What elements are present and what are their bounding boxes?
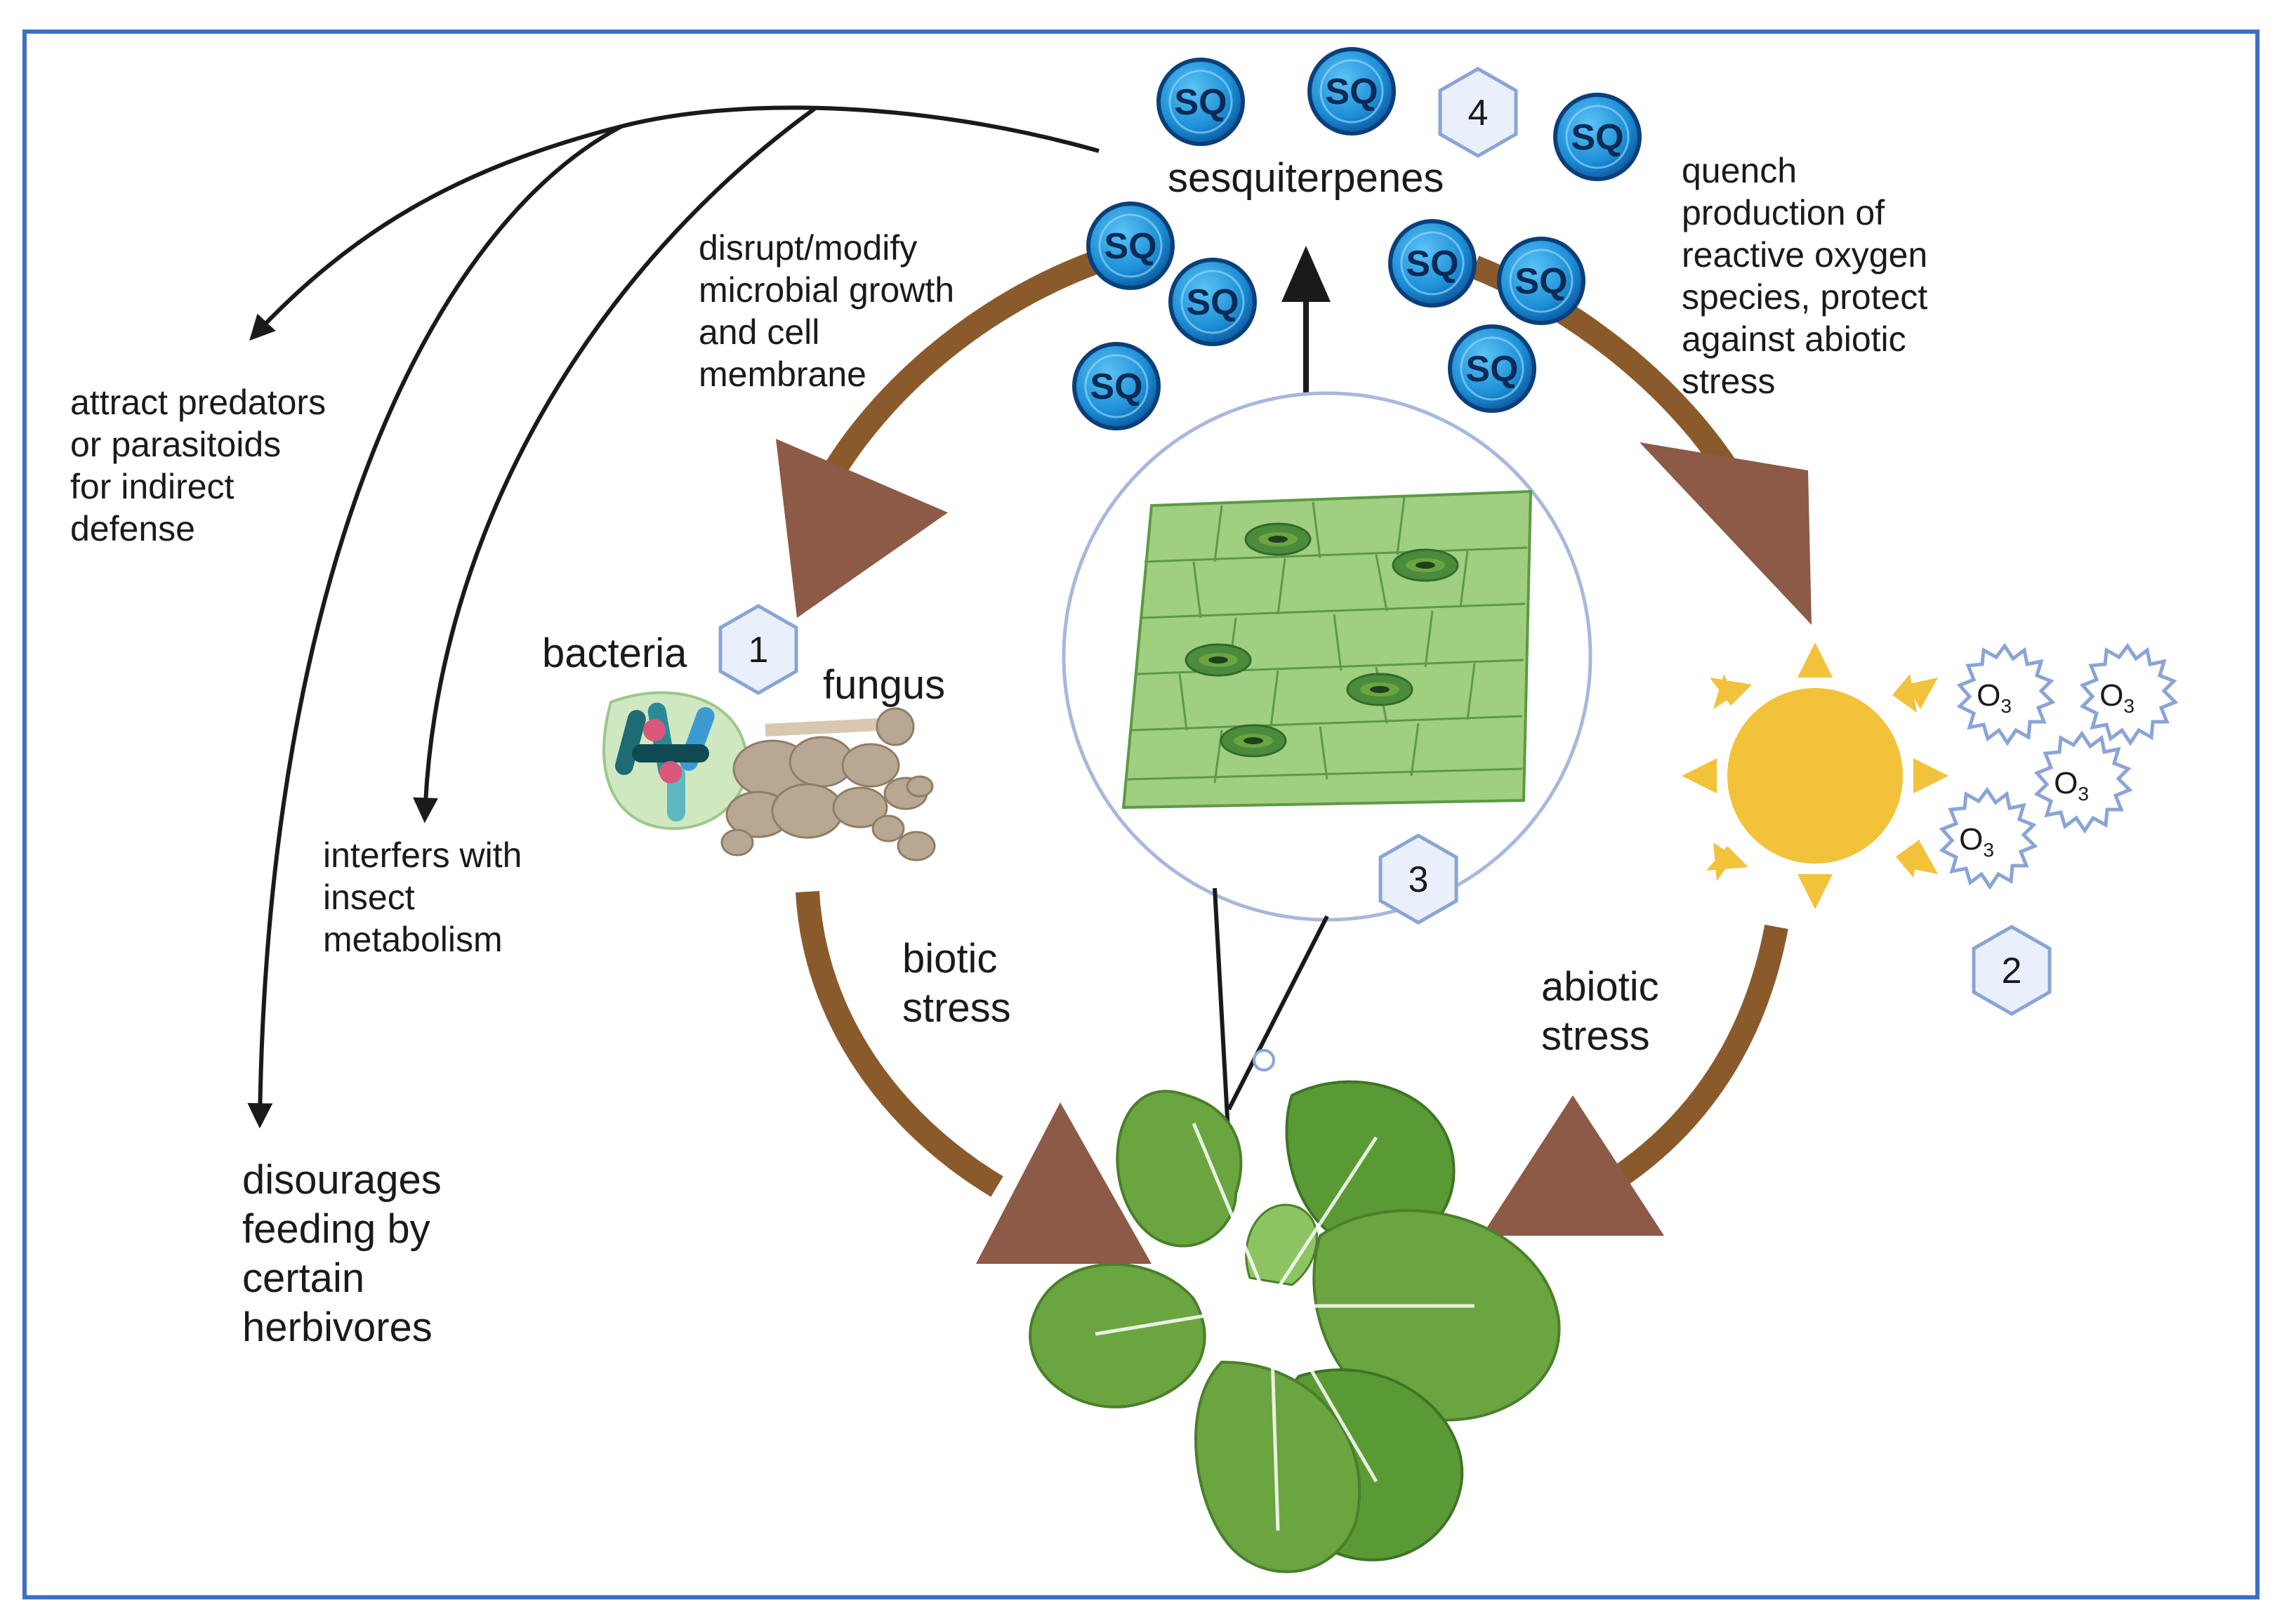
fungus-icon	[720, 707, 936, 861]
bacteria-label: bacteria	[542, 631, 687, 676]
svg-text:3: 3	[1409, 859, 1429, 900]
svg-text:O3: O3	[1977, 678, 2012, 717]
badge-3: 3	[1380, 836, 1456, 923]
sesquiterpenes-label: sesquiterpenes	[1168, 155, 1444, 201]
svg-text:4: 4	[1468, 93, 1489, 133]
svg-text:SQ: SQ	[1406, 244, 1458, 284]
svg-text:SQ: SQ	[1104, 226, 1156, 267]
discourages-label: disourages feeding by certain herbivores	[242, 1157, 453, 1350]
badge-1: 1	[720, 606, 796, 693]
sun-icon	[1682, 642, 1948, 909]
bacteria-icon	[602, 691, 749, 831]
emission-arrowhead	[1281, 246, 1331, 302]
svg-text:O3: O3	[1959, 822, 1994, 861]
svg-text:SQ: SQ	[1186, 282, 1239, 323]
fungus-label: fungus	[823, 662, 945, 708]
effect-arrows	[247, 105, 1100, 1129]
interferes-label: interfers with insect metabolism	[323, 836, 532, 959]
ozone-icon: O3 O3 O3 O3	[1942, 646, 2175, 887]
svg-text:SQ: SQ	[1174, 82, 1227, 123]
biotic-stress-label: biotic stress	[902, 936, 1011, 1031]
svg-text:SQ: SQ	[1465, 349, 1518, 390]
cycle-arrowheads	[776, 439, 1812, 1264]
attract-label: attract predators or parasitoids for ind…	[70, 383, 336, 548]
disrupt-label: disrupt/modify microbial growth and cell…	[699, 228, 964, 394]
svg-text:O3: O3	[2054, 766, 2089, 805]
sesquiterpene-molecule-icon: SQ SQ SQ SQ SQ SQ SQ SQ SQ	[1074, 49, 1640, 428]
badge-2: 2	[1974, 927, 2050, 1014]
svg-text:SQ: SQ	[1090, 367, 1142, 407]
plant-icon	[1029, 1049, 1561, 1573]
svg-text:1: 1	[748, 630, 769, 671]
svg-text:2: 2	[2002, 951, 2022, 991]
quench-label: quench production of reactive oxygen spe…	[1682, 151, 1937, 401]
svg-text:SQ: SQ	[1571, 117, 1623, 158]
svg-text:O3: O3	[2099, 678, 2135, 717]
svg-text:SQ: SQ	[1325, 72, 1378, 112]
leaf-epidermis-icon	[1062, 391, 1592, 922]
svg-text:SQ: SQ	[1515, 261, 1567, 302]
abiotic-stress-label: abiotic stress	[1541, 964, 1670, 1059]
badge-4: 4	[1440, 69, 1516, 156]
